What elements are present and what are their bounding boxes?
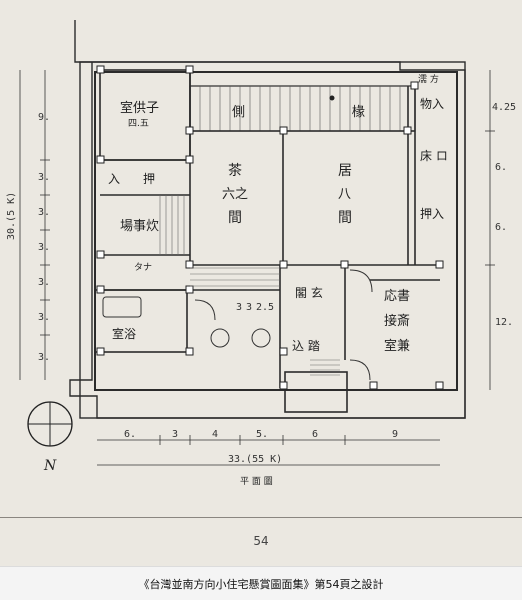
floor-plan-drawing: 室供子 四.五 側 椽 入 押 場事炊 茶 六之 間 居 八 間 濡 方 物入 … bbox=[6, 20, 516, 487]
closet-label-1: 入 bbox=[108, 172, 120, 186]
fixtures bbox=[102, 269, 373, 381]
storage-label: 物入 bbox=[420, 97, 444, 111]
genkan-step-label: 込 踏 bbox=[292, 339, 320, 353]
study-label-3: 室兼 bbox=[384, 338, 410, 354]
plan-title: 平 面 圖 bbox=[240, 476, 273, 487]
child-room-size: 四.五 bbox=[128, 119, 149, 129]
shelf-label: タナ bbox=[134, 262, 152, 273]
column-dot bbox=[329, 95, 335, 101]
engawa-label-2: 椽 bbox=[352, 105, 365, 120]
hall-label: 閣 玄 bbox=[295, 285, 323, 300]
dim-bottom-2: 3 bbox=[172, 429, 178, 440]
page-number: 54 bbox=[253, 534, 269, 548]
oshiire-label: 押入 bbox=[420, 207, 444, 221]
corner-label: 濡 方 bbox=[418, 73, 439, 85]
north-arrow bbox=[27, 401, 73, 447]
dim-left-2: 3. bbox=[38, 172, 50, 183]
north-label: N bbox=[43, 458, 57, 474]
floor-plan: 室供子 四.五 側 椽 入 押 場事炊 茶 六之 間 居 八 間 濡 方 物入 … bbox=[6, 20, 516, 487]
dim-bottom-5: 6 bbox=[312, 429, 318, 440]
ima-label-3: 間 bbox=[338, 210, 352, 226]
dim-right-4: 12. bbox=[495, 317, 513, 328]
dimension-lines bbox=[19, 70, 495, 466]
dim-right-1: 4.25 bbox=[492, 102, 516, 113]
dim-left-6: 3. bbox=[38, 312, 50, 323]
dim-right-3: 6. bbox=[495, 222, 507, 233]
page-rule bbox=[0, 517, 522, 518]
columns bbox=[96, 65, 444, 390]
washbasin bbox=[210, 328, 230, 348]
engawa-label-1: 側 bbox=[232, 105, 245, 120]
closet-label-2: 押 bbox=[143, 172, 155, 186]
dim-bottom-3: 4 bbox=[212, 429, 218, 440]
child-room-label: 室供子 bbox=[120, 100, 159, 116]
dim-left-1: 9. bbox=[38, 112, 50, 123]
dim-inner-2: 3 bbox=[246, 302, 252, 313]
bath-label: 室浴 bbox=[112, 326, 136, 341]
ima-label-1: 居 bbox=[338, 163, 352, 179]
door-swing-3 bbox=[349, 359, 371, 381]
engawa-band bbox=[189, 85, 416, 132]
closet-hatching bbox=[159, 195, 340, 376]
dim-left-5: 3. bbox=[38, 277, 50, 288]
chanoma-label-3: 間 bbox=[228, 210, 242, 226]
dim-left-total: 30.(5 K) bbox=[6, 192, 17, 240]
dim-bottom-6: 9 bbox=[392, 429, 398, 440]
kitchen-label: 場事炊 bbox=[120, 219, 159, 234]
dim-bottom-1: 6. bbox=[124, 429, 136, 440]
scanned-page: 室供子 四.五 側 椽 入 押 場事炊 茶 六之 間 居 八 間 濡 方 物入 … bbox=[0, 20, 522, 548]
dim-left-4: 3. bbox=[38, 242, 50, 253]
dim-inner-3: 2.5 bbox=[256, 302, 274, 313]
interior-walls bbox=[94, 69, 440, 413]
ima-label-2: 八 bbox=[338, 187, 351, 202]
tokonoma-label: 床 ロ bbox=[420, 149, 448, 163]
dim-left-3: 3. bbox=[38, 207, 50, 218]
study-label-2: 接斎 bbox=[384, 313, 410, 329]
toilet bbox=[251, 328, 271, 348]
chanoma-label-2: 六之 bbox=[222, 187, 248, 202]
door-swing bbox=[194, 299, 216, 321]
dim-bottom-total: 33.(55 K) bbox=[228, 454, 282, 465]
bathtub bbox=[102, 296, 142, 318]
caption: 《台灣並南方向小住宅懸賞圖面集》第54頁之設計 bbox=[0, 566, 522, 600]
dim-bottom-4: 5. bbox=[256, 429, 268, 440]
dim-left-7: 3. bbox=[38, 352, 50, 363]
study-label-1: 応書 bbox=[384, 289, 410, 304]
dim-inner-1: 3 bbox=[236, 302, 242, 313]
dim-right-2: 6. bbox=[495, 162, 507, 173]
door-swing-2 bbox=[349, 269, 373, 293]
chanoma-label-1: 茶 bbox=[228, 163, 242, 179]
outer-walls bbox=[69, 20, 466, 419]
